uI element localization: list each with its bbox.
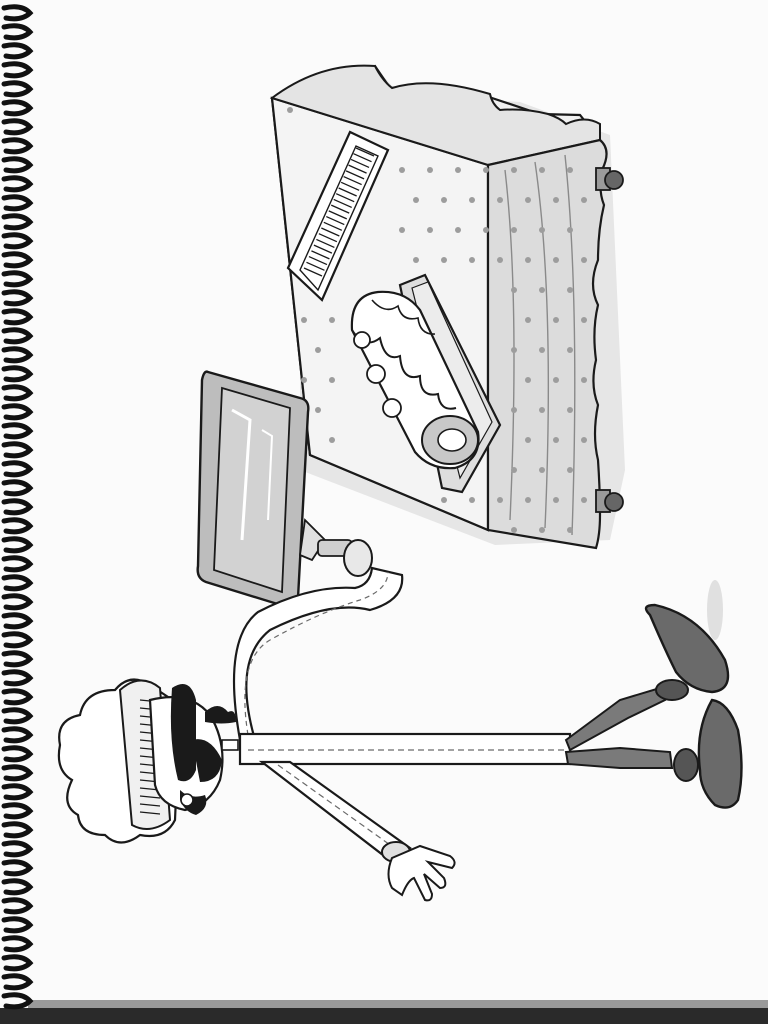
page-bottom-shadow	[28, 1000, 768, 1008]
cake-roll	[350, 273, 502, 494]
shoes	[644, 580, 743, 809]
hose-body	[232, 566, 404, 742]
character-body	[238, 732, 572, 864]
spiral-binding	[1, 4, 34, 1010]
mirror	[196, 370, 373, 608]
shoe-left	[644, 603, 730, 694]
legs	[564, 679, 699, 782]
shoe-right	[697, 698, 743, 809]
comb	[286, 130, 390, 302]
hand	[387, 844, 456, 902]
mustache	[205, 706, 236, 724]
page-bottom-edge	[0, 1008, 768, 1024]
sunglasses	[192, 739, 222, 782]
character-head	[57, 678, 239, 844]
